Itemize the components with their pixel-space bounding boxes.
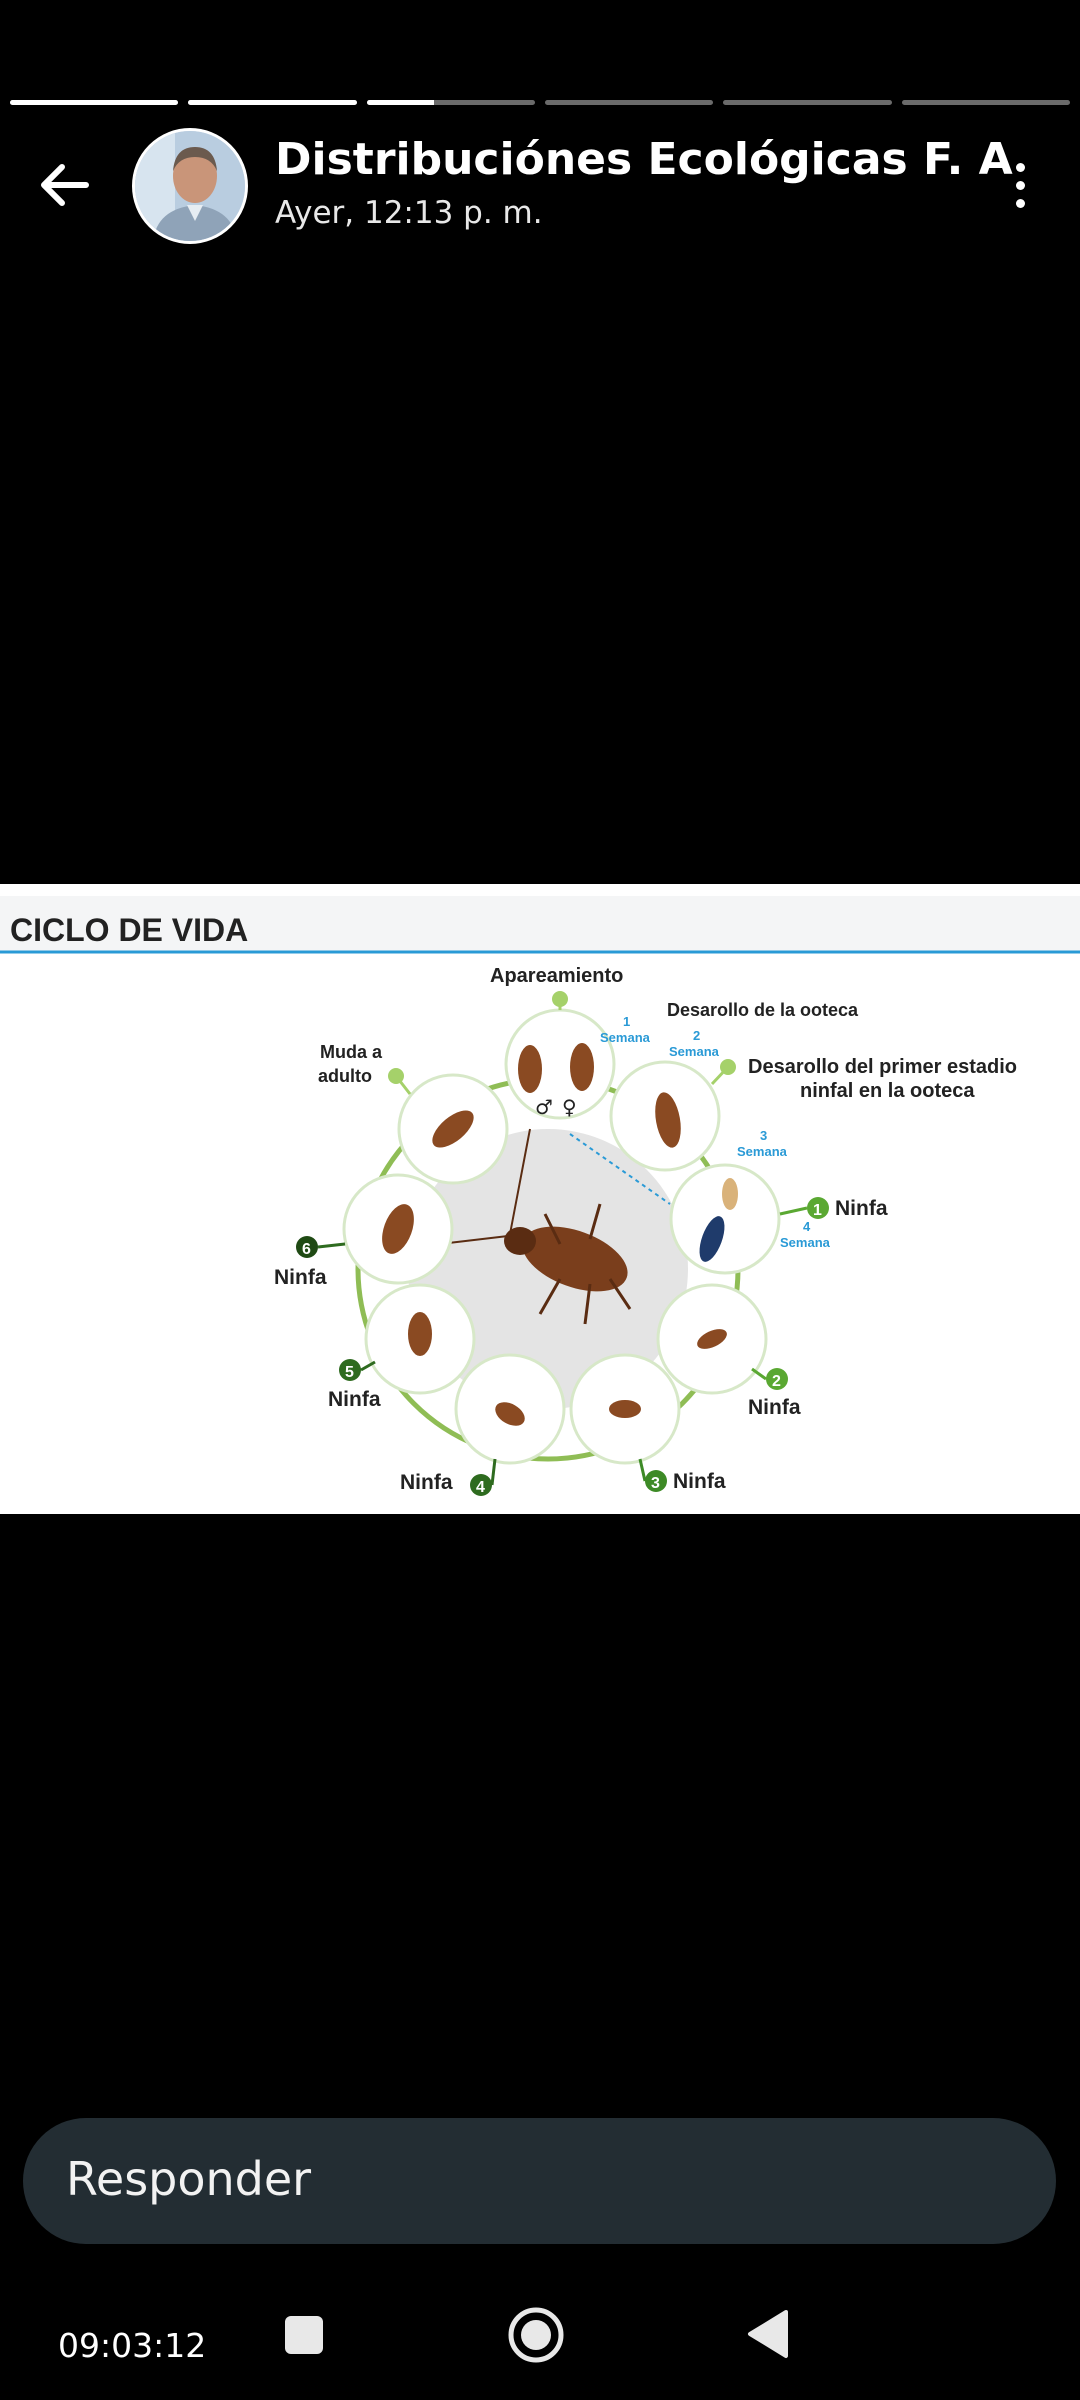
triangle-back-icon — [748, 2310, 788, 2358]
svg-text:Desarollo de la ooteca: Desarollo de la ooteca — [667, 1000, 859, 1020]
svg-text:adulto: adulto — [318, 1066, 372, 1086]
svg-text:Ninfa: Ninfa — [835, 1197, 888, 1220]
more-options-button[interactable] — [1000, 150, 1040, 220]
story-image[interactable]: CICLO DE VIDA — [0, 884, 1080, 1514]
svg-text:ninfal en la ooteca: ninfal en la ooteca — [800, 1080, 975, 1102]
back-button[interactable] — [30, 150, 100, 220]
story-progress-bar — [10, 100, 1070, 105]
avatar[interactable] — [132, 128, 248, 244]
recents-button[interactable] — [282, 2313, 326, 2361]
svg-text:♂: ♂ — [535, 1095, 553, 1119]
svg-text:♀: ♀ — [562, 1095, 577, 1119]
progress-segment — [901, 100, 1070, 105]
contact-name: Distribuciónes Ecológicas F. A — [275, 134, 1013, 185]
avatar-photo — [135, 131, 245, 241]
svg-text:Ninfa: Ninfa — [328, 1388, 381, 1411]
svg-text:Ninfa: Ninfa — [673, 1470, 726, 1493]
circle-icon — [508, 2307, 564, 2363]
svg-text:Semana: Semana — [600, 1030, 651, 1045]
reply-placeholder: Responder — [66, 2152, 312, 2206]
progress-segment — [10, 100, 179, 105]
progress-segment — [723, 100, 892, 105]
svg-text:Semana: Semana — [669, 1044, 720, 1059]
diagram-heading: CICLO DE VIDA — [10, 912, 248, 948]
progress-segment — [544, 100, 714, 105]
svg-text:3: 3 — [651, 1475, 660, 1492]
story-timestamp: Ayer, 12:13 p. m. — [275, 195, 543, 231]
svg-text:Ninfa: Ninfa — [748, 1396, 801, 1419]
svg-text:1: 1 — [813, 1202, 822, 1219]
more-vert-icon — [1015, 162, 1025, 172]
svg-text:3: 3 — [760, 1128, 767, 1143]
svg-text:Muda a: Muda a — [320, 1042, 383, 1062]
svg-text:6: 6 — [302, 1241, 311, 1258]
svg-text:5: 5 — [345, 1364, 354, 1381]
svg-text:Desarollo del primer estadio: Desarollo del primer estadio — [748, 1056, 1017, 1078]
svg-text:Apareamiento: Apareamiento — [490, 965, 623, 987]
svg-text:Semana: Semana — [737, 1144, 788, 1159]
progress-segment — [366, 100, 535, 105]
svg-text:4: 4 — [803, 1219, 811, 1234]
home-button[interactable] — [506, 2305, 566, 2369]
svg-text:1: 1 — [623, 1014, 630, 1029]
reply-input[interactable]: Responder — [23, 2118, 1056, 2244]
svg-text:2: 2 — [772, 1373, 781, 1390]
svg-text:Ninfa: Ninfa — [274, 1266, 327, 1289]
arrow-left-icon — [41, 164, 89, 206]
progress-segment — [188, 100, 357, 105]
svg-text:4: 4 — [476, 1479, 485, 1496]
life-cycle-diagram: CICLO DE VIDA — [0, 884, 1080, 1514]
svg-text:Ninfa: Ninfa — [400, 1471, 453, 1494]
svg-text:2: 2 — [693, 1028, 700, 1043]
nav-back-button[interactable] — [746, 2308, 790, 2364]
svg-text:Semana: Semana — [780, 1235, 831, 1250]
square-icon — [285, 2316, 323, 2354]
system-clock: 09:03:12 — [58, 2326, 207, 2365]
